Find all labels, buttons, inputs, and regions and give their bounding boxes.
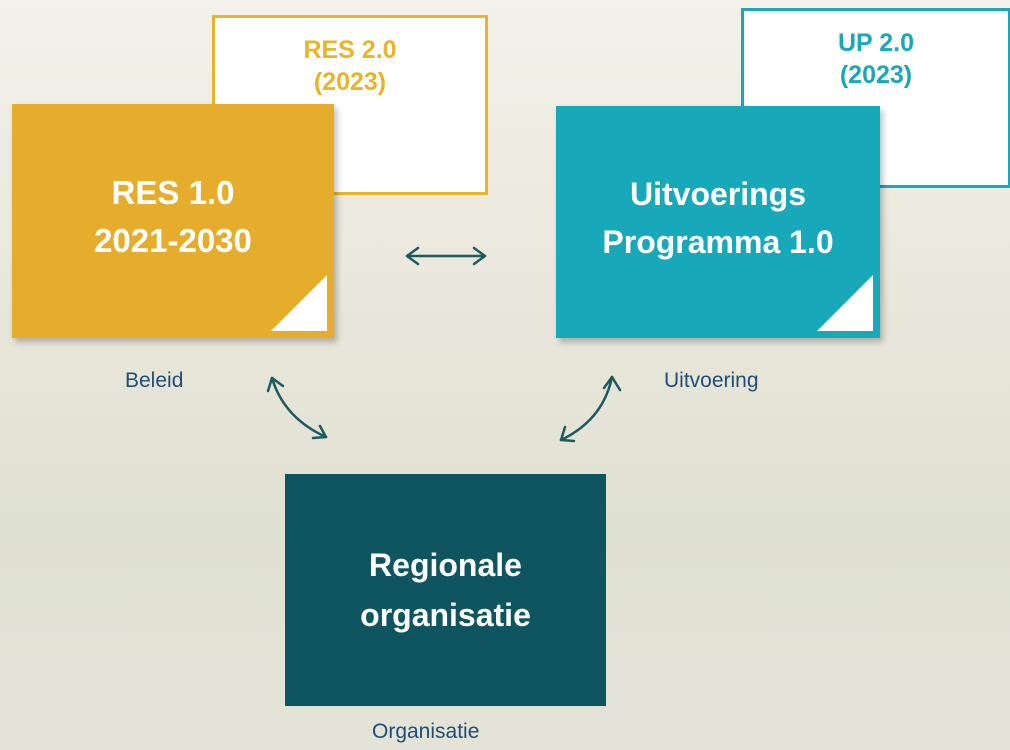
org-title-line1: Regionale: [369, 547, 522, 583]
up-1-title-line1: Uitvoerings: [629, 176, 807, 212]
bidirectional-arrow-icon: [266, 376, 328, 440]
regional-organisation-card: Regionale organisatie: [285, 474, 606, 706]
up-2-year: (2023): [839, 61, 913, 89]
up-2-card: UP 2.0 (2023): [741, 8, 1010, 188]
bidirectional-arrow-icon: [559, 375, 622, 443]
up-2-title: UP 2.0: [838, 29, 914, 57]
bidirectional-arrow-icon: [405, 246, 487, 266]
res-1-period: 2021-2030: [94, 222, 252, 259]
org-title-line2: organisatie: [360, 597, 531, 633]
up-1-title-line2: Programma 1.0: [602, 224, 834, 260]
caption-uitvoering: Uitvoering: [664, 369, 759, 392]
caption-beleid: Beleid: [125, 369, 184, 392]
up-1-card: Uitvoerings Programma 1.0: [556, 106, 880, 338]
res-2-year: (2023): [313, 68, 387, 96]
res-2-title: RES 2.0: [303, 36, 397, 64]
res-1-title: RES 1.0: [111, 174, 235, 211]
res-1-card: RES 1.0 2021-2030: [12, 104, 334, 338]
caption-organisatie: Organisatie: [372, 720, 480, 743]
